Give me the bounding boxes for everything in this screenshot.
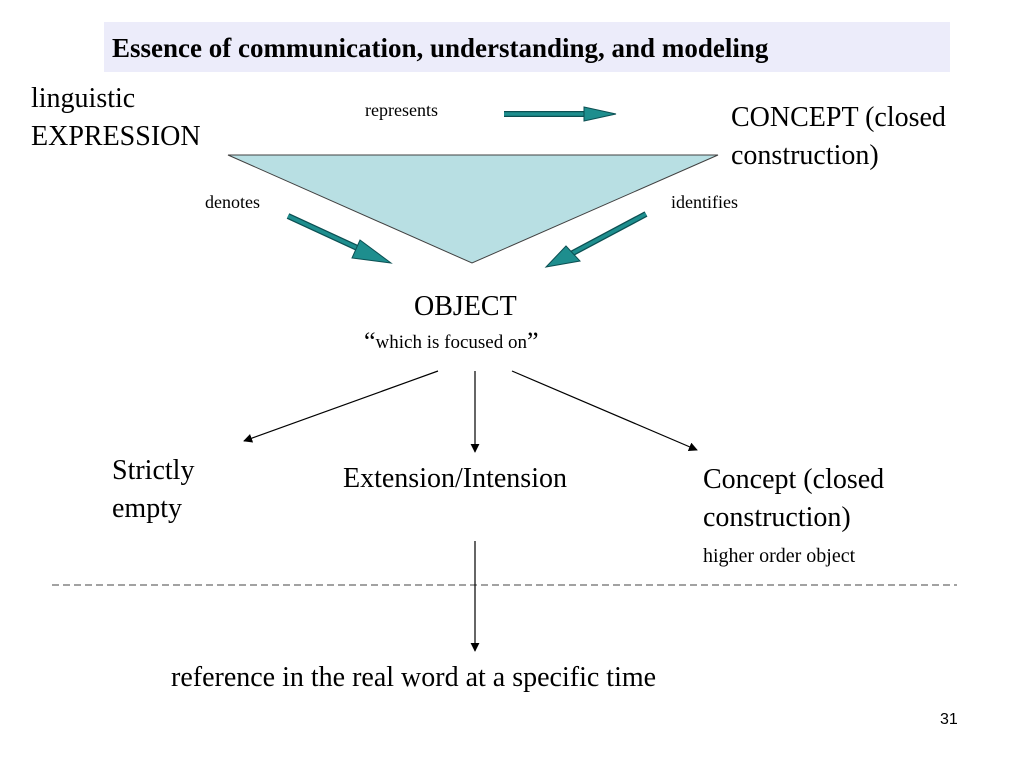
reference-label: reference in the real word at a specific… [171, 662, 657, 693]
concept-line-1: CONCEPT (closed [731, 102, 946, 133]
higher-order-object-label: higher order object [703, 545, 856, 567]
arrow-to-strictly-empty [243, 370, 439, 443]
quote-close: ” [527, 327, 539, 356]
denotes-label: denotes [205, 192, 260, 212]
object-subtitle: “which is focused on” [364, 329, 539, 355]
concept-label: CONCEPT (closed construction) [731, 99, 946, 175]
object-quote-text: which is focused on [375, 332, 527, 353]
slide-title: Essence of communication, understanding,… [112, 33, 769, 63]
branch-concept: Concept (closed construction) [703, 461, 884, 537]
branch-strictly-empty: Strictly empty [112, 452, 194, 528]
represents-arrow [504, 106, 617, 122]
arrow-to-concept [511, 370, 698, 451]
strictly-empty-line-1: Strictly [112, 455, 195, 486]
expression-line-1: linguistic [31, 83, 136, 114]
slide-title-box: Essence of communication, understanding,… [104, 22, 950, 72]
identifies-arrow [544, 211, 648, 268]
concept-line-2: construction) [731, 140, 879, 172]
branch-concept-line-2: construction) [703, 502, 851, 534]
denotes-arrow [286, 213, 393, 264]
strictly-empty-line-2: empty [112, 493, 182, 525]
linguistic-expression-label: linguistic EXPRESSION [31, 80, 201, 156]
object-label: OBJECT [414, 291, 517, 322]
branch-extension-intension: Extension/Intension [343, 463, 567, 494]
represents-label: represents [365, 100, 438, 120]
identifies-label: identifies [671, 192, 738, 212]
expression-line-2: EXPRESSION [31, 121, 201, 153]
branch-concept-line-1: Concept (closed [703, 464, 885, 495]
page-number: 31 [940, 711, 958, 728]
quote-open: “ [364, 327, 376, 356]
semiotic-triangle [227, 154, 719, 264]
